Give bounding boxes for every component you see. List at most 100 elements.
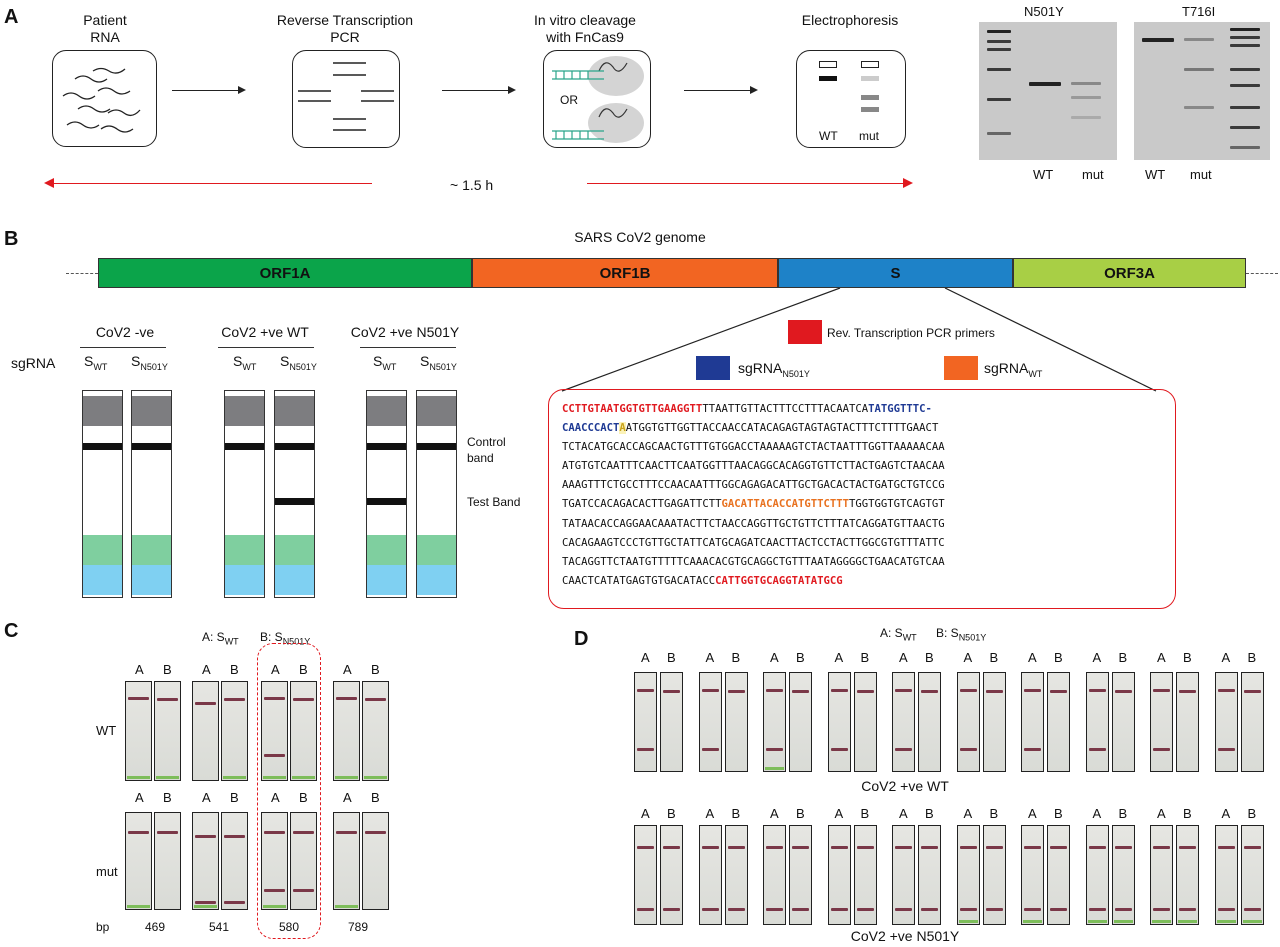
group-wt-rule [218,347,314,348]
lane-label-sn501y: SN501Y [420,353,457,372]
strip-band [336,697,357,700]
strip-green-tip [194,905,217,908]
test-strip [125,812,152,910]
lane-label: B [371,662,380,677]
panel-d-legend-b: B: SN501Y [936,626,987,643]
bp-label: bp [96,920,110,934]
lane-label: B [731,806,741,821]
test-strip [956,672,980,772]
time-arrowhead-right [903,178,913,188]
test-strip [125,681,152,781]
lane-label: A [1092,806,1102,821]
strip-band [1217,908,1235,911]
pcr-box [292,50,400,148]
wt-band [1142,38,1174,42]
strip-n501y-swt [366,390,407,598]
ladder-band [987,30,1011,33]
lane-label: A [705,806,715,821]
gel1-wt-label: WT [1033,167,1054,182]
ladder-band [987,98,1011,101]
gel-n501y [979,22,1117,160]
lane-label: B [667,806,676,821]
lane-label: A [1221,806,1231,821]
lane-label: A [343,790,352,805]
band-mut-2 [861,95,879,100]
lane-label: A [641,650,650,665]
lane-label: A [135,662,144,677]
lane-label: B [163,662,172,677]
ladder-band [987,68,1011,71]
lane-label-swt: SWT [233,353,257,372]
mutation-site: A [619,422,626,435]
strip-band [1217,748,1235,751]
strip-wt-swt [224,390,265,598]
genome-left-dash [66,273,98,274]
seq-line-6: TGATCCACAGACACTTGAGATTCTTGACATTACACCATGT… [562,498,945,511]
strip-band [959,689,977,692]
strip-wt-sn501y [274,390,315,598]
lane-label: A [1157,650,1166,665]
panel-a-letter: A [4,6,19,28]
wt-band [1029,82,1061,86]
test-strip [918,825,941,925]
lane-label: B [925,650,934,665]
strip-band [701,748,719,751]
test-strip [763,825,786,925]
strip-band [830,908,848,911]
test-strip [634,825,657,925]
strip-band [895,846,912,849]
strip-band [895,908,912,911]
strip-band [1114,690,1132,693]
seq-line-4: ATGTGTCAATTTCAACTTCAATGGTTTAACAGGCACAGGT… [562,460,945,473]
band-wt [819,76,837,81]
strip-band [157,698,178,701]
test-strip [1085,672,1109,772]
legend-sg-n501y-label: sgRNAN501Y [738,360,810,379]
lane-label: B [860,806,870,821]
panel-c-letter: C [4,620,19,642]
lane-label: B [796,650,805,665]
lane-label: B [230,662,239,677]
strip-band [293,698,314,701]
strip-band [224,901,245,904]
strip-band [792,690,809,693]
group-neg-label: CoV2 -ve [95,324,155,340]
seq-line-3: TCTACATGCACCAGCAACTGTTTGTGGACCTAAAAAGTCT… [562,441,945,454]
panel-d-letter: D [574,628,589,650]
sgrna-label: sgRNA [11,355,56,371]
test-strip [1176,825,1199,925]
lane-label: B [925,806,934,821]
gel2-wt-label: WT [1145,167,1166,182]
test-strip [1176,672,1199,772]
lane-label: B [667,650,676,665]
test-strip [698,825,722,925]
lane-label: B [1118,806,1128,821]
seq-line-8: CACAGAAGTCCCTGTTGCTATTCATGCAGATCAACTTACT… [562,536,945,549]
test-strip [698,672,722,772]
time-arrowhead-left [44,178,54,188]
strip-band [921,908,938,911]
cleavage-box: OR [543,50,651,148]
strip-green-tip [765,767,784,770]
strip-band [1179,846,1196,849]
mut-band-1 [1071,82,1101,85]
test-strip [1021,672,1044,772]
segment-s: S [778,258,1013,288]
lane-label: B [371,790,380,805]
strip-band [1153,748,1170,751]
strip-band [959,908,977,911]
strip-band [195,835,216,838]
bp-value: 580 [278,920,300,934]
strip-band [1024,846,1041,849]
gel1-title: N501Y [1024,4,1064,19]
strip-band [1088,689,1106,692]
lane-label: A [271,790,280,805]
lane-label: A [1028,806,1037,821]
gel1-mut-label: mut [1082,167,1104,182]
test-strip [660,672,683,772]
group-n501y-label: CoV2 +ve N501Y [350,324,460,340]
test-strip [192,681,219,781]
test-strip [853,825,877,925]
seq-line-2: CAACCCACTAATGGTGTTGGTTACCAACCATACAGAGTAG… [562,422,939,435]
lane-label: B [1054,650,1063,665]
